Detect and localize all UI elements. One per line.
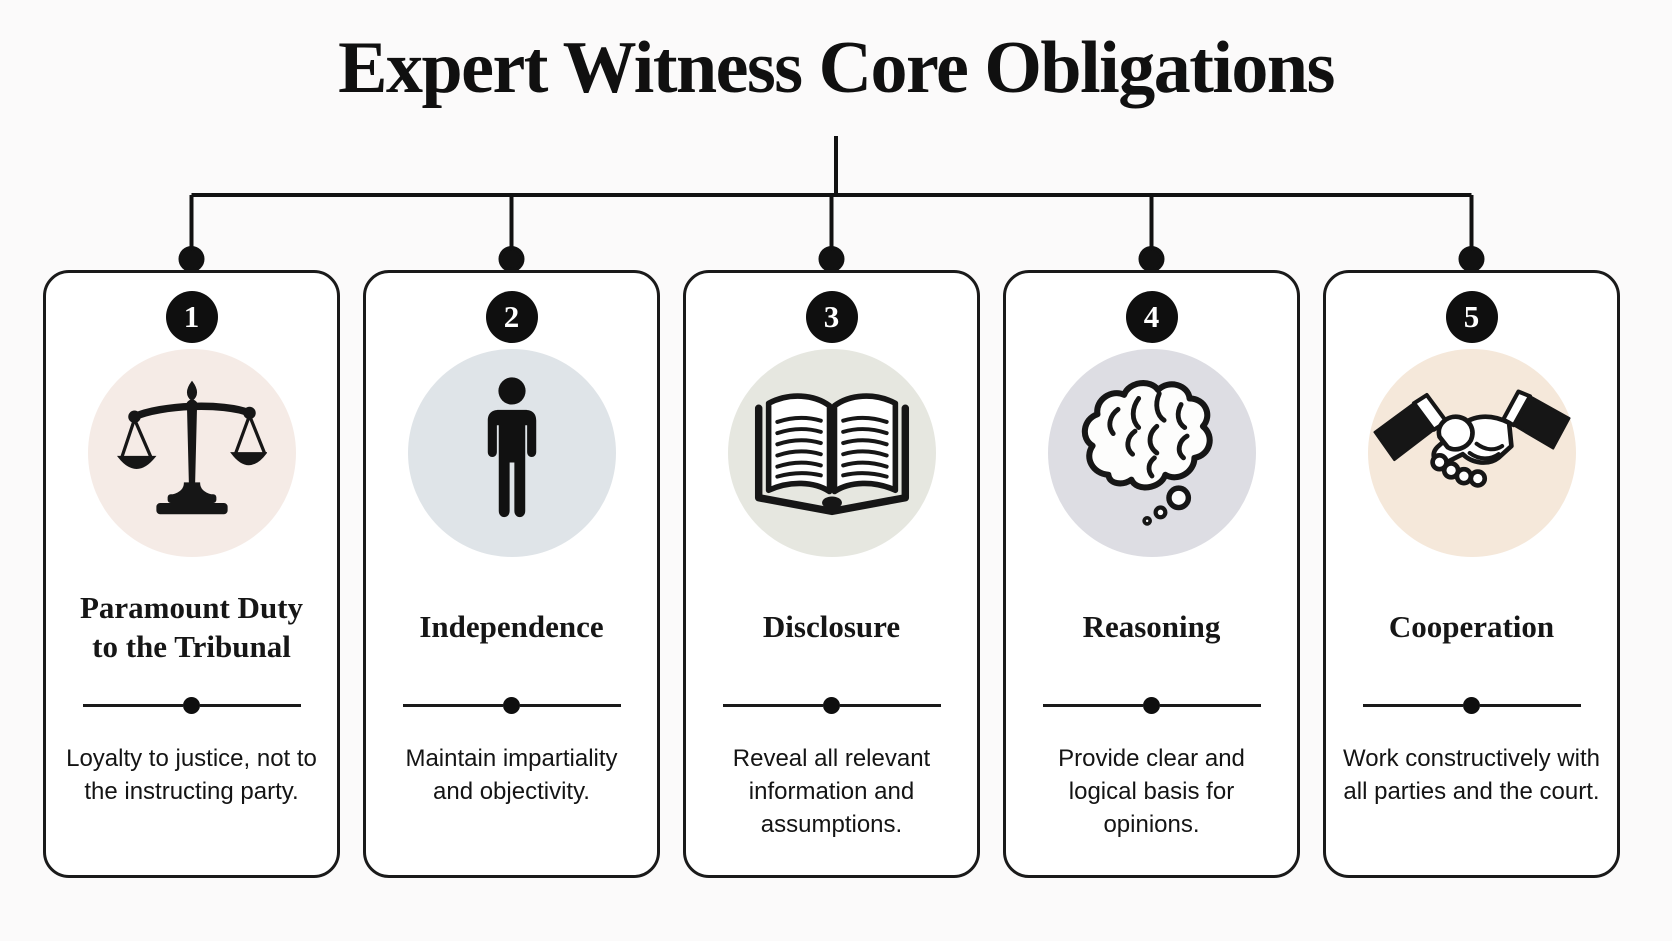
icon-circle [727,349,936,557]
card-title: Disclosure [762,609,901,645]
card-description: Maintain impartiality and objectivity. [405,745,618,806]
card-description: Reveal all relevant information and assu… [732,745,931,839]
person-icon [487,377,536,518]
open-book-icon [754,393,909,516]
divider-dot [1463,697,1480,714]
icon-circle [1367,349,1576,557]
page-title: Expert Witness Core Obligations [338,27,1335,109]
icon-circle [87,349,296,557]
obligation-card: 1 [43,270,340,878]
divider [1042,697,1261,714]
cards-row: 1 [43,270,1620,878]
divider-dot [823,697,840,714]
icon-circle [1047,349,1256,557]
divider-dot [503,697,520,714]
scales-of-justice-icon [116,380,267,515]
card-description: Loyalty to justice, not to the instructi… [66,745,317,806]
icon-circle [407,349,616,557]
card-title: Independence [419,609,604,645]
obligation-card: 5 [1323,270,1620,878]
card-number-badge: 2 [485,291,538,343]
card-number-badge: 3 [805,291,858,343]
handshake-icon [1372,389,1571,488]
obligation-card: 2 Independence Maintain impartiality and… [363,270,660,878]
divider [82,697,301,714]
card-description: Work constructively with all parties and… [1343,745,1600,806]
card-title: Paramount Duty to the Tribunal [79,589,304,664]
brain-icon [1081,380,1213,526]
divider-dot [1143,697,1160,714]
divider-dot [183,697,200,714]
card-number-badge: 1 [165,291,218,343]
obligation-card: 3 [683,270,980,878]
obligation-card: 4 [1003,270,1300,878]
card-description: Provide clear and logical basis for opin… [1058,745,1245,839]
divider [1362,697,1581,714]
card-number-badge: 5 [1445,291,1498,343]
divider [402,697,621,714]
divider [722,697,941,714]
card-number-badge: 4 [1125,291,1178,343]
card-title: Reasoning [1082,609,1221,645]
card-title: Cooperation [1388,609,1555,645]
